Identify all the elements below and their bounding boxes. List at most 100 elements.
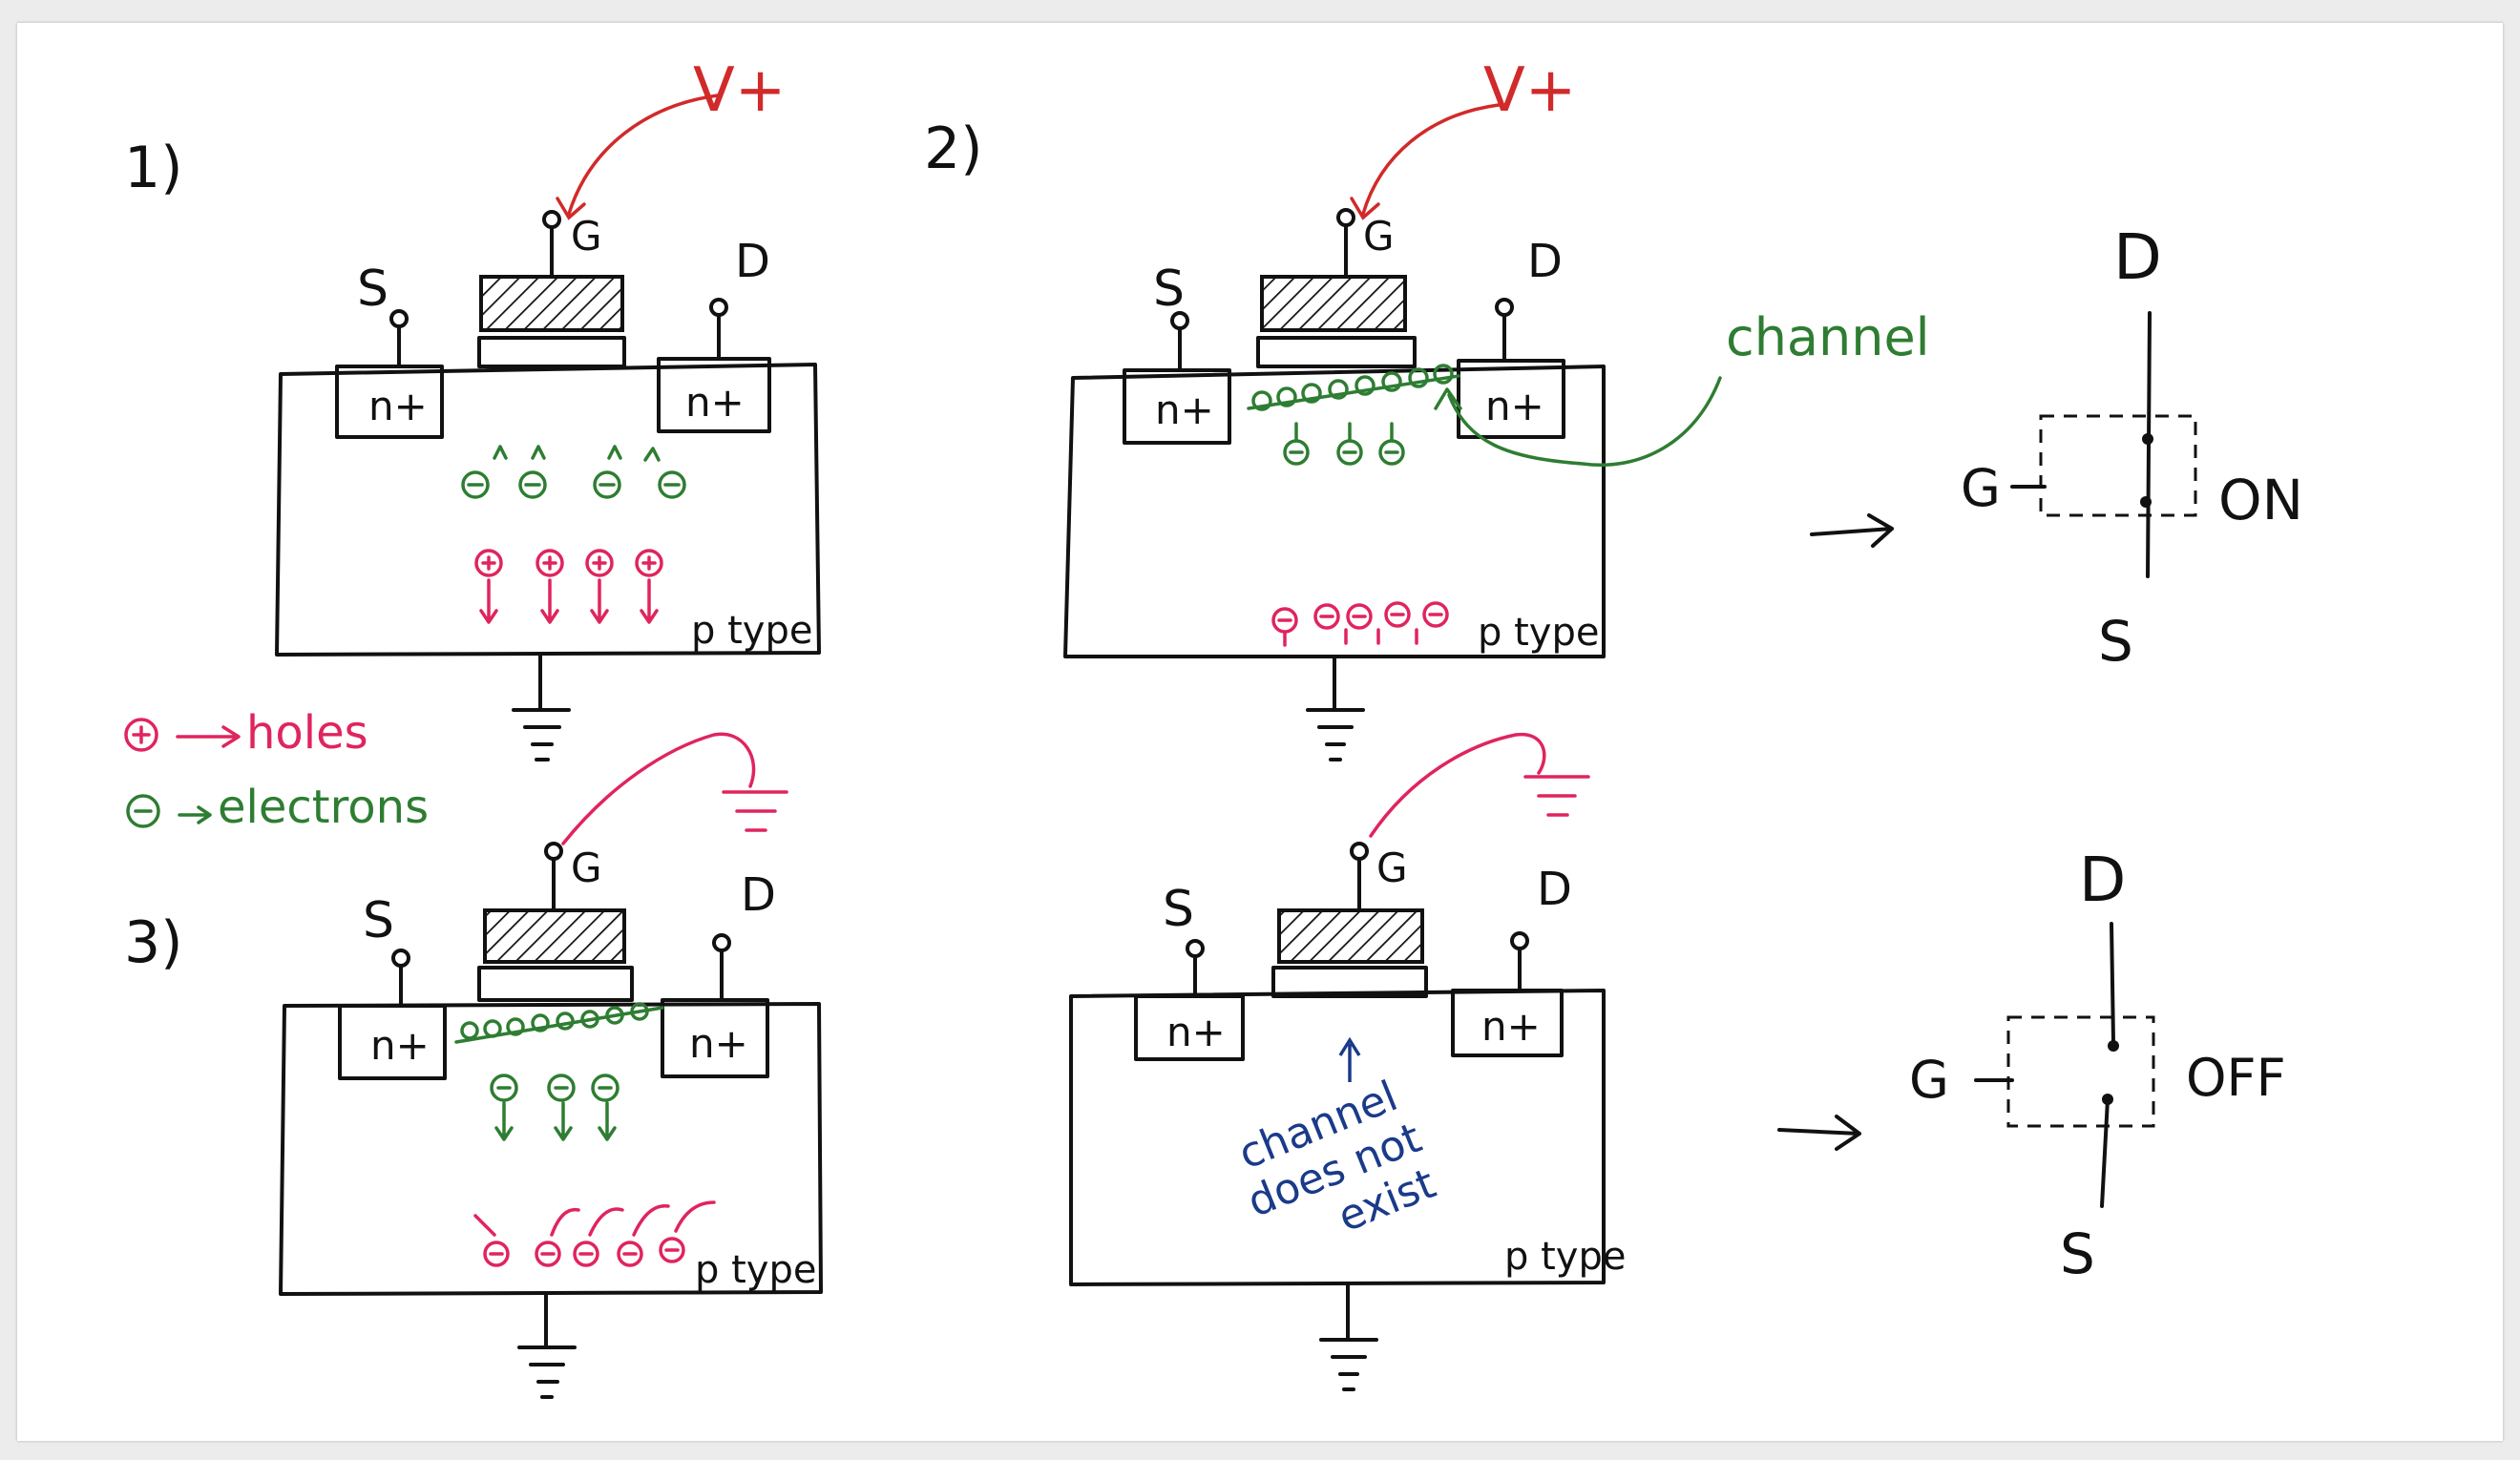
drain-region [661,998,769,1078]
source-region-label: n+ [370,1022,430,1069]
note: channel does not exist [1232,1072,1442,1241]
drain-label: D [735,235,770,288]
panel-1-number: 1) [124,135,183,201]
channel [454,1002,664,1044]
gate-oxide [477,966,634,1002]
mosfet-sketch: 1) n+ n+ G S D V+ [124,55,2303,1399]
source-terminal [1186,939,1205,958]
gate-ground-symbol [722,790,788,832]
voltage-arrow [1361,103,1501,216]
source-region [338,1004,447,1080]
source-terminal [1170,311,1189,330]
voltage-arrowhead [1350,197,1380,220]
gate-oxide [477,336,626,368]
ground-symbol [512,708,571,761]
drain-region-label: n+ [1481,1003,1541,1050]
gate-label: G [571,213,602,260]
legend-electron-symbol [126,794,160,828]
source-terminal [391,949,410,968]
source-region-label: n+ [1155,386,1214,433]
substrate-body [275,363,821,657]
substrate-label: p type [1478,611,1599,655]
switch-gate-box [2039,414,2197,517]
gate-ground-wire [561,732,756,845]
switch-upper-line [2110,922,2115,1044]
pointer-arrow [1810,513,1894,548]
electron [658,470,686,499]
switch-off: D G OFF S [1777,845,2286,1286]
gate-electrode [1260,275,1407,332]
switch-lower-line [2100,1097,2110,1208]
switch-contact [2142,433,2153,445]
drain-label: D [1527,235,1563,288]
source-label: S [363,892,394,949]
source-terminal [389,309,409,328]
source-label: S [1153,261,1185,318]
channel-pointer-head [1434,387,1462,410]
legend-holes-label: holes [246,706,368,760]
gate-terminal [544,842,563,861]
source-label: S [357,261,388,318]
switch-state-label: ON [2218,468,2303,532]
switch-source-label: S [2060,1221,2095,1286]
substrate-label: p type [695,1248,816,1292]
source-region [1134,994,1245,1061]
drain-terminal [709,298,728,317]
drain-region [1451,989,1564,1057]
substrate-label: p type [1504,1235,1626,1279]
legend-hole-symbol [124,718,158,752]
source-region [1123,368,1231,445]
gate-electrode [1277,908,1424,964]
switch-gate-label: G [1909,1050,1949,1110]
hole [536,549,564,577]
drain-label: D [1537,863,1572,916]
source-region-label: n+ [368,383,428,429]
legend: holes electrons [124,706,429,834]
switch-state-label: OFF [2186,1048,2286,1108]
drain-terminal [1495,298,1514,317]
switch-gate-box [2006,1015,2155,1128]
panel-4: n+ n+ G S D channel does not exist p typ… [1069,732,1626,1391]
drain-region-label: n+ [1485,383,1544,429]
switch-drain-label: D [2079,845,2126,916]
ground-symbol [517,1345,577,1399]
electron [461,470,490,499]
channel [1247,364,1460,411]
drain-region [657,357,771,433]
gate-terminal [1336,208,1355,227]
gate-oxide [1271,966,1428,998]
channel-pointer [1447,376,1722,467]
gate-label: G [571,845,602,891]
pointer-arrow [1777,1115,1861,1151]
substrate-label: p type [691,609,812,653]
drain-region-label: n+ [689,1020,748,1067]
legend-electron-arrow [134,805,212,824]
panel-2: 2) n+ n+ G S D V+ [924,55,1930,761]
source-region-label: n+ [1166,1009,1226,1055]
source-region [335,365,444,439]
hole [635,549,663,577]
drain-region [1457,359,1565,439]
channel-label: channel [1726,307,1930,367]
electron [593,470,621,499]
gate-oxide [1256,336,1417,368]
voltage-label: V+ [1483,55,1576,126]
voltage-arrow [567,94,720,216]
switch-line [2146,311,2152,578]
drain-label: D [741,868,776,922]
voltage-label: V+ [693,55,786,126]
drain-terminal [1510,931,1529,950]
electron-group [461,445,686,499]
upward-arrows [493,445,661,462]
curved-arrows [473,1200,716,1237]
electron-group [1283,422,1405,466]
panel-1: 1) n+ n+ G S D V+ [124,55,821,761]
panel-3-number: 3) [124,909,183,976]
ground-symbol [1319,1338,1378,1391]
legend-hole-arrow [132,725,241,748]
panel-2-number: 2) [924,115,983,182]
gate-ground-wire [1369,732,1546,838]
note-arrow [1338,1036,1361,1082]
hole-group [1271,601,1449,647]
channel-line [1247,374,1460,410]
